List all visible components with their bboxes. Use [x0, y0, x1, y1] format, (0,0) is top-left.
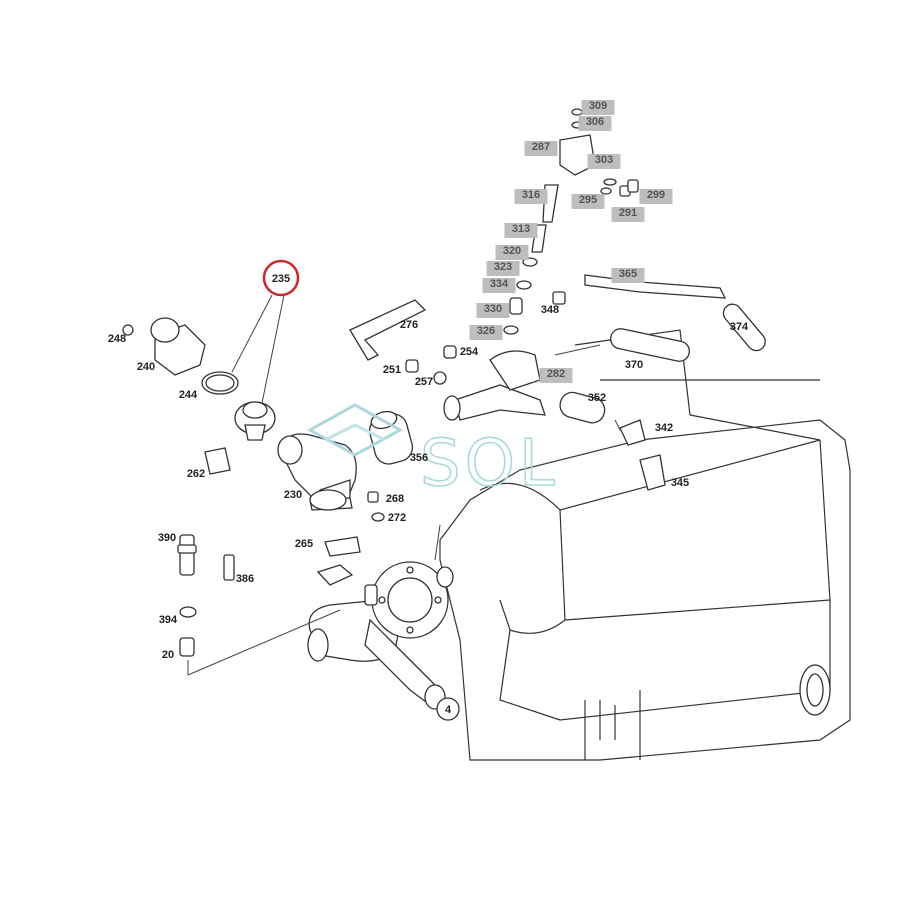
part-label-251[interactable]: 251 [383, 364, 401, 376]
part-label-highlight [578, 116, 612, 131]
part-label-282[interactable]: 282 [547, 368, 565, 380]
part-label-309[interactable]: 309 [589, 100, 607, 112]
part-label-374[interactable]: 374 [730, 321, 749, 333]
part-label-295[interactable]: 295 [579, 194, 597, 206]
water-pump [307, 561, 454, 710]
part-label-highlight [611, 268, 645, 283]
part-label-394[interactable]: 394 [159, 614, 178, 626]
callout-235[interactable]: 235 [262, 259, 300, 297]
part-label-330[interactable]: 330 [484, 303, 502, 315]
part-label-highlight [469, 325, 503, 340]
part-label-323[interactable]: 323 [494, 261, 512, 273]
part-label-287[interactable]: 287 [532, 141, 550, 153]
part-label-highlight [571, 194, 605, 209]
part-label-highlight [524, 141, 558, 156]
part-label-352[interactable]: 352 [588, 392, 606, 404]
part-label-20[interactable]: 20 [162, 649, 174, 661]
callout-label: 235 [272, 273, 290, 285]
part-label-highlight [611, 207, 645, 222]
part-label-370[interactable]: 370 [625, 359, 643, 371]
part-label-highlight [486, 261, 520, 276]
watermark: SOL [306, 403, 559, 502]
part-label-316[interactable]: 316 [522, 189, 540, 201]
part-label-265[interactable]: 265 [295, 538, 313, 550]
part-label-356[interactable]: 356 [410, 452, 428, 464]
part-label-348[interactable]: 348 [541, 304, 559, 316]
part-label-268[interactable]: 268 [386, 493, 404, 505]
part-label-320[interactable]: 320 [503, 245, 521, 257]
part-label-326[interactable]: 326 [477, 325, 495, 337]
thermostat-cover [122, 317, 239, 395]
part-label-244[interactable]: 244 [179, 389, 198, 401]
part-label-highlight [639, 189, 673, 204]
part-label-291[interactable]: 291 [619, 207, 637, 219]
part-label-299[interactable]: 299 [647, 189, 665, 201]
part-label-highlight [504, 223, 538, 238]
part-label-303[interactable]: 303 [595, 154, 613, 166]
part-label-390[interactable]: 390 [158, 532, 176, 544]
part-label-highlight [539, 368, 573, 383]
part-label-313[interactable]: 313 [512, 223, 530, 235]
part-label-4[interactable]: 4 [445, 704, 452, 716]
thermostat [234, 401, 276, 441]
part-label-254[interactable]: 254 [460, 346, 479, 358]
part-label-365[interactable]: 365 [619, 268, 637, 280]
leader-lines [187, 294, 621, 676]
part-4-circle [436, 697, 460, 721]
part-label-262[interactable]: 262 [187, 468, 205, 480]
part-label-345[interactable]: 345 [671, 477, 689, 489]
part-label-334[interactable]: 334 [490, 278, 509, 290]
part-label-386[interactable]: 386 [236, 573, 254, 585]
part-label-highlight [495, 245, 529, 260]
part-label-248[interactable]: 248 [108, 333, 126, 345]
part-label-306[interactable]: 306 [586, 116, 604, 128]
part-label-272[interactable]: 272 [388, 512, 406, 524]
part-label-highlight [514, 189, 548, 204]
part-label-230[interactable]: 230 [284, 489, 302, 501]
part-label-342[interactable]: 342 [655, 422, 673, 434]
part-label-highlight [587, 154, 621, 169]
part-labels: 309 306 287 303 316 295 299 291 313 320 323 334 330 3… [108, 100, 749, 721]
part-label-highlight [581, 100, 615, 115]
part-label-240[interactable]: 240 [137, 361, 155, 373]
part-label-276[interactable]: 276 [400, 319, 418, 331]
engine-block [439, 329, 851, 761]
temperature-sensors [177, 534, 235, 657]
part-label-highlight [482, 278, 516, 293]
watermark-text: SOL [420, 427, 559, 501]
part-label-highlight [476, 303, 510, 318]
part-label-257[interactable]: 257 [415, 376, 433, 388]
